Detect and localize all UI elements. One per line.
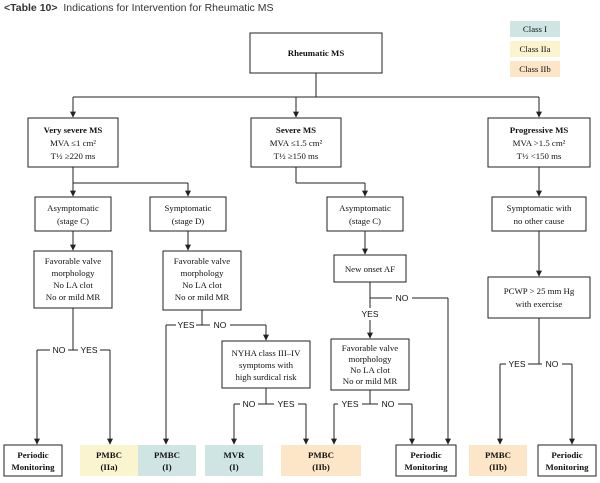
svg-text:PMBC: PMBC [96,450,122,460]
svg-text:T½ ≥150 ms: T½ ≥150 ms [274,151,319,161]
node-progressive-ms: Progressive MS MVA >1.5 cm² T½ <150 ms [487,117,591,168]
root-node: Rheumatic MS [249,32,383,74]
label-no: NO [396,293,409,303]
branch-labels: NO YES YES NO NO YES NO YES YES NO YES N… [53,293,559,409]
svg-text:Symptomatic: Symptomatic [165,203,212,213]
svg-text:Favorable valve: Favorable valve [45,256,102,266]
node-nyha-class: NYHA class III–IV symptoms with high sur… [221,340,311,389]
outcome-pmbc-i: PMBC (I) [138,445,196,476]
connectors [34,73,575,445]
svg-text:(I): (I) [162,462,171,472]
label-no: NO [214,320,227,330]
label-no: NO [546,359,559,369]
svg-text:Rheumatic MS: Rheumatic MS [288,48,345,58]
svg-text:no other cause: no other cause [514,216,565,226]
svg-text:(stage C): (stage C) [57,216,89,226]
svg-text:No LA clot: No LA clot [53,280,93,290]
node-favorable-morphology-1: Favorable valve morphology No LA clot No… [33,250,113,309]
legend-class1-swatch [510,21,560,37]
node-pcwp: PCWP > 25 mm Hg with exercise [487,276,591,319]
svg-text:Progressive MS: Progressive MS [510,125,569,135]
svg-text:(IIb): (IIb) [489,462,507,472]
outcome-periodic-monitoring-1: Periodic Monitoring [3,444,63,477]
svg-text:No LA clot: No LA clot [182,280,222,290]
node-favorable-morphology-2: Favorable valve morphology No LA clot No… [162,250,242,311]
table-title: Indications for Intervention for Rheumat… [63,2,274,14]
svg-text:symptoms with: symptoms with [239,360,294,370]
label-yes: YES [177,320,194,330]
svg-text:PMBC: PMBC [308,450,334,460]
outcome-pmbc-iib-2: PMBC (IIb) [469,445,527,476]
svg-text:with exercise: with exercise [516,299,563,309]
svg-text:morphology: morphology [348,354,392,364]
legend: Class I Class IIa Class IIb [510,21,560,77]
label-yes: YES [277,399,294,409]
page-title: <Table 10> Indications for Intervention … [4,2,594,18]
svg-text:No LA clot: No LA clot [350,365,390,375]
svg-text:T½ <150 ms: T½ <150 ms [517,151,562,161]
svg-text:Periodic: Periodic [17,450,48,460]
svg-text:MVA ≤1 cm²: MVA ≤1 cm² [50,138,96,148]
label-yes: YES [80,345,97,355]
svg-text:MVA ≤1.5 cm²: MVA ≤1.5 cm² [270,138,323,148]
label-yes: YES [341,399,358,409]
svg-text:Monitoring: Monitoring [11,462,55,472]
legend-class2b-label: Class IIb [519,64,551,74]
label-no: NO [382,399,395,409]
label-no: NO [53,345,66,355]
svg-text:Very severe MS: Very severe MS [44,125,103,135]
svg-text:Asymptomatic: Asymptomatic [339,203,391,213]
node-asymptomatic-stage-c-2: Asymptomatic (stage C) [326,196,404,232]
outcome-pmbc-iib-1: PMBC (IIb) [281,445,361,476]
svg-text:MVR: MVR [223,450,245,460]
svg-text:PMBC: PMBC [485,450,511,460]
node-asymptomatic-stage-c-1: Asymptomatic (stage C) [34,196,112,232]
svg-text:(IIb): (IIb) [312,462,330,472]
node-symptomatic-stage-d: Symptomatic (stage D) [149,196,227,232]
svg-text:(IIa): (IIa) [100,462,117,472]
svg-text:Severe MS: Severe MS [276,125,316,135]
svg-text:(I): (I) [229,462,238,472]
svg-text:high surdical risk: high surdical risk [235,372,297,382]
svg-text:Symptomatic with: Symptomatic with [507,203,572,213]
node-favorable-morphology-3: Favorable valve morphology No LA clot No… [330,338,410,391]
svg-text:(stage C): (stage C) [349,216,381,226]
node-symptomatic-no-other-cause: Symptomatic with no other cause [491,196,587,232]
legend-class2a-swatch [510,41,560,57]
label-yes: YES [361,309,378,319]
svg-text:T½ ≥220 ms: T½ ≥220 ms [51,151,96,161]
node-very-severe-ms: Very severe MS MVA ≤1 cm² T½ ≥220 ms [27,117,119,168]
outcome-pmbc-iia: PMBC (IIa) [80,445,138,476]
label-yes: YES [508,359,525,369]
node-new-onset-af: New onset AF [333,254,407,283]
svg-text:morphology: morphology [180,268,224,278]
svg-text:MVA >1.5 cm²: MVA >1.5 cm² [513,138,566,148]
svg-text:(stage D): (stage D) [172,216,205,226]
svg-text:NYHA class III–IV: NYHA class III–IV [232,348,302,358]
svg-text:Favorable valve: Favorable valve [342,343,399,353]
svg-text:New onset AF: New onset AF [345,264,395,274]
svg-text:Favorable valve: Favorable valve [174,256,231,266]
legend-class1-label: Class I [523,24,547,34]
legend-class2b-swatch [510,61,560,77]
svg-text:PCWP > 25 mm Hg: PCWP > 25 mm Hg [504,286,575,296]
svg-text:Asymptomatic: Asymptomatic [47,203,99,213]
outcome-periodic-monitoring-3: Periodic Monitoring [537,444,597,477]
svg-text:No or mild MR: No or mild MR [343,376,398,386]
svg-text:Monitoring: Monitoring [545,462,589,472]
svg-text:No or mild MR: No or mild MR [175,292,230,302]
table-number: <Table 10> [4,2,58,14]
svg-text:morphology: morphology [51,268,95,278]
node-severe-ms: Severe MS MVA ≤1.5 cm² T½ ≥150 ms [250,117,342,168]
legend-class2a-label: Class IIa [519,44,550,54]
svg-text:Monitoring: Monitoring [404,462,448,472]
label-no: NO [243,399,256,409]
outcome-periodic-monitoring-2: Periodic Monitoring [395,444,457,477]
svg-text:No or mild MR: No or mild MR [46,292,101,302]
svg-text:Periodic: Periodic [551,450,582,460]
svg-text:Periodic: Periodic [410,450,441,460]
outcome-mvr-i: MVR (I) [205,445,263,476]
svg-text:PMBC: PMBC [154,450,180,460]
